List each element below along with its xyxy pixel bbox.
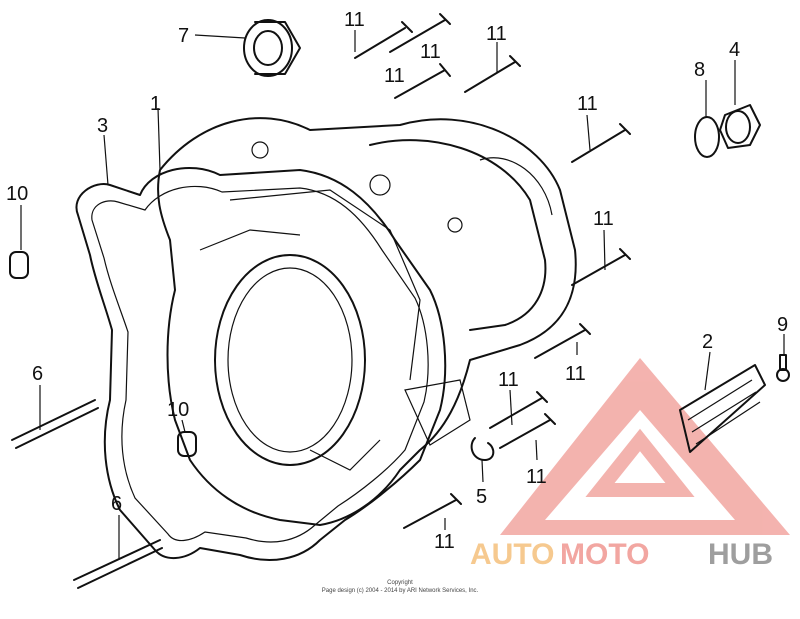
callout-11: 11 bbox=[344, 9, 365, 31]
callout-4: 4 bbox=[729, 39, 740, 61]
callout-11: 11 bbox=[498, 369, 519, 391]
dowel-pin bbox=[9, 251, 29, 279]
callout-11: 11 bbox=[565, 363, 586, 385]
callout-10: 10 bbox=[6, 183, 28, 205]
callout-11: 11 bbox=[526, 466, 547, 488]
small-bolt bbox=[776, 354, 790, 382]
o-ring bbox=[694, 116, 720, 158]
callout-9: 9 bbox=[777, 314, 788, 336]
drain-plug bbox=[719, 104, 761, 149]
callout-8: 8 bbox=[694, 59, 705, 81]
callout-1: 1 bbox=[150, 93, 161, 115]
callout-5: 5 bbox=[476, 486, 487, 508]
callout-11: 11 bbox=[434, 531, 455, 553]
oil-seal bbox=[243, 19, 301, 77]
gasket-outline bbox=[75, 167, 447, 561]
callout-6: 6 bbox=[111, 493, 122, 515]
callout-10: 10 bbox=[167, 399, 189, 421]
bolt-set bbox=[354, 13, 631, 529]
callout-11: 11 bbox=[486, 23, 507, 45]
brand-hub: HUB bbox=[708, 538, 773, 571]
callout-2: 2 bbox=[702, 331, 713, 353]
callout-11: 11 bbox=[577, 93, 598, 115]
crankcase-cover bbox=[157, 117, 577, 526]
clip bbox=[470, 437, 495, 461]
callout-11: 11 bbox=[593, 208, 614, 230]
callout-11: 11 bbox=[384, 65, 405, 87]
callout-11: 11 bbox=[420, 41, 441, 63]
cover-plate bbox=[679, 364, 766, 453]
gasket-inner bbox=[91, 185, 429, 543]
copyright-text: Page design (c) 2004 - 2014 by ARI Netwo… bbox=[322, 588, 479, 594]
callout-7: 7 bbox=[178, 25, 189, 47]
dowel-pin bbox=[177, 431, 197, 457]
watermark-wordmark: AUTO MOTO HUB bbox=[470, 538, 773, 571]
callout-3: 3 bbox=[97, 115, 108, 137]
copyright-title: Copyright bbox=[387, 580, 413, 586]
brand-moto: MOTO bbox=[560, 538, 649, 571]
callout-labels: 1 3 7 10 6 10 6 11 11 11 11 11 11 11 11 … bbox=[6, 9, 788, 553]
long-bolt bbox=[11, 399, 99, 449]
watermark-logo bbox=[500, 358, 790, 535]
brand-auto: AUTO bbox=[470, 538, 554, 571]
leader-lines bbox=[20, 30, 785, 560]
long-bolt bbox=[73, 539, 163, 589]
callout-6: 6 bbox=[32, 363, 43, 385]
